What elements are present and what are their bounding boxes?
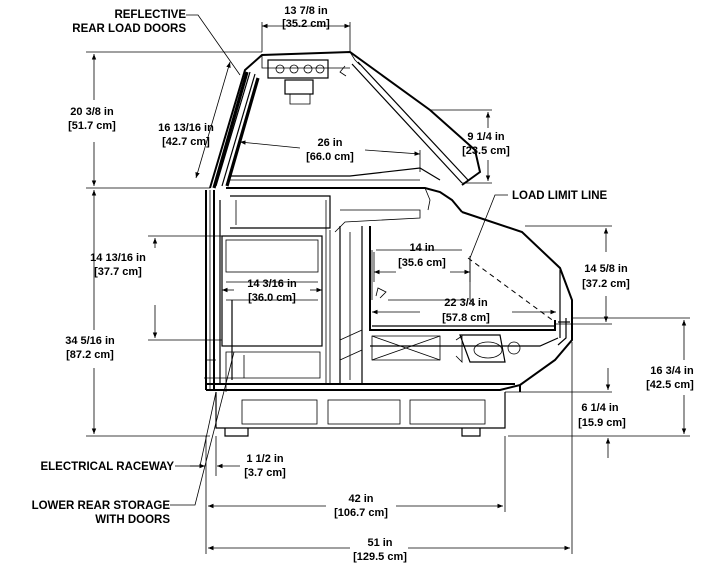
storage-width-cm: [36.0 cm]: [248, 292, 296, 304]
dimension-lines: [86, 22, 690, 554]
kick-height-cm: [15.9 cm]: [578, 417, 626, 429]
shelf-depth-cm: [66.0 cm]: [306, 151, 354, 163]
upper-clearance-in: 9 1/4 in: [467, 131, 505, 143]
reflective-doors-label-2: REAR LOAD DOORS: [72, 23, 186, 35]
shelf-depth-in: 26 in: [317, 137, 342, 149]
upper-height-cm: [51.7 cm]: [68, 120, 116, 132]
case-outline: [204, 50, 573, 437]
upper-height-in: 20 3/8 in: [70, 106, 114, 118]
door-length-in: 16 13/16 in: [158, 122, 214, 134]
overall-width-in: 51 in: [367, 537, 392, 549]
overall-width-cm: [129.5 cm]: [353, 551, 407, 563]
storage-width-in: 14 3/16 in: [247, 278, 297, 290]
lower-rear-storage-label-1: LOWER REAR STORAGE: [32, 500, 171, 512]
top-width-cm: [35.2 cm]: [282, 18, 330, 30]
base-width-cm: [106.7 cm]: [334, 507, 388, 519]
display-height-in: 14 5/8 in: [584, 263, 628, 275]
raceway-offset-cm: [3.7 cm]: [244, 467, 286, 479]
display-depth-cm: [57.8 cm]: [442, 312, 490, 324]
door-length-cm: [42.7 cm]: [162, 136, 210, 148]
callout-leaders: [170, 14, 508, 506]
display-depth-in: 22 3/4 in: [444, 297, 488, 309]
dimension-labels: 13 7/8 in [35.2 cm] 20 3/8 in [51.7 cm] …: [65, 5, 694, 563]
display-shelf-cm: [35.6 cm]: [398, 257, 446, 269]
callout-labels: REFLECTIVE REAR LOAD DOORS LOAD LIMIT LI…: [32, 9, 608, 526]
load-limit-dashed-line: [467, 257, 556, 323]
raceway-offset-in: 1 1/2 in: [246, 453, 284, 465]
top-width-in: 13 7/8 in: [284, 5, 328, 17]
front-height-cm: [42.5 cm]: [646, 379, 694, 391]
kick-height-in: 6 1/4 in: [581, 402, 619, 414]
base-width-in: 42 in: [348, 493, 373, 505]
reflective-doors-label-1: REFLECTIVE: [114, 9, 186, 21]
display-height-cm: [37.2 cm]: [582, 278, 630, 290]
storage-height-cm: [37.7 cm]: [94, 266, 142, 278]
electrical-raceway-label: ELECTRICAL RACEWAY: [40, 461, 174, 473]
base-height-in: 34 5/16 in: [65, 335, 115, 347]
front-height-in: 16 3/4 in: [650, 365, 694, 377]
lower-rear-storage-label-2: WITH DOORS: [95, 514, 170, 526]
storage-height-in: 14 13/16 in: [90, 252, 146, 264]
load-limit-line-label: LOAD LIMIT LINE: [512, 190, 608, 202]
base-height-cm: [87.2 cm]: [66, 349, 114, 361]
display-shelf-in: 14 in: [409, 242, 434, 254]
upper-clearance-cm: [23.5 cm]: [462, 145, 510, 157]
